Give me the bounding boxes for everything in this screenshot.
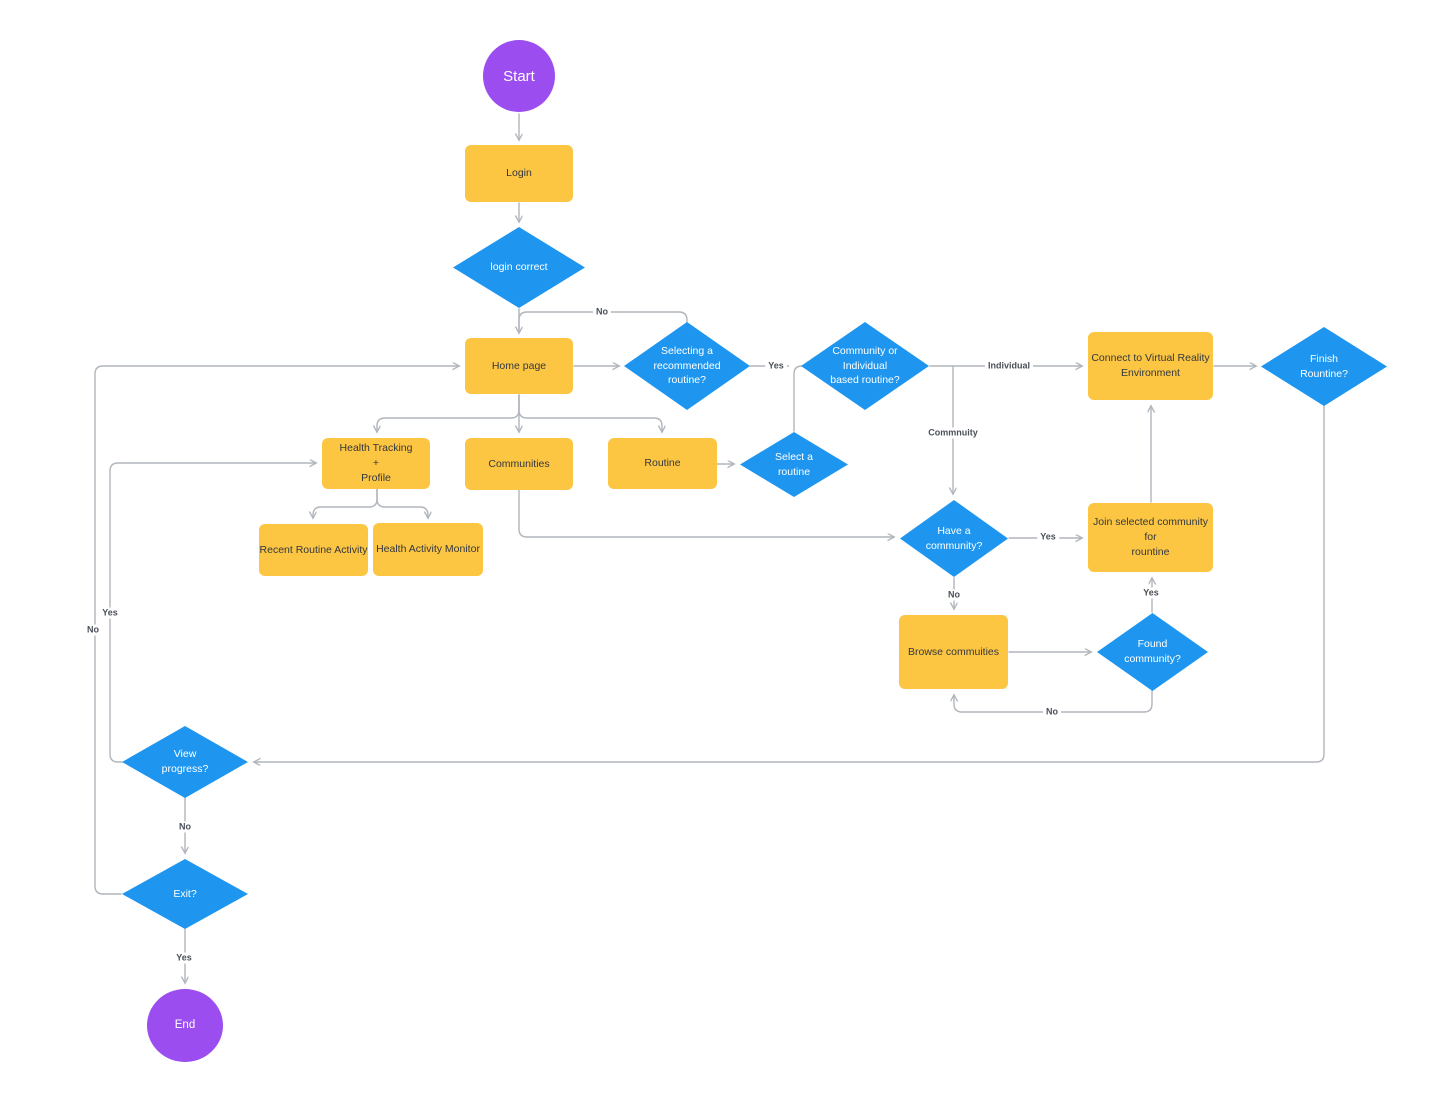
node-join-selected-community[interactable]: Join selected community for rountine (1088, 503, 1213, 572)
edge-label-individual: Individual (984, 360, 1034, 372)
edge-homepage-routine (518, 394, 662, 432)
node-selecting-recommended-routine-label: Selecting a recommended routine? (653, 344, 721, 387)
edge-communities-havecommunity (518, 489, 894, 537)
node-home-page[interactable]: Home page (465, 338, 573, 394)
edge-viewprogress-yes-healthtracking (109, 463, 316, 763)
edge-label-found-yes: Yes (1140, 587, 1162, 599)
node-select-routine-label: Select a routine (775, 450, 813, 478)
node-end[interactable]: End (147, 989, 223, 1062)
node-routine-label: Routine (644, 457, 681, 470)
node-found-community-label: Found community? (1124, 638, 1181, 665)
node-routine[interactable]: Routine (608, 438, 717, 489)
edge-selectroutine-community (793, 365, 803, 432)
node-communities[interactable]: Communities (465, 438, 573, 490)
node-health-tracking-label: Health Tracking + Profile (339, 442, 413, 484)
node-browse-communities[interactable]: Browse commuities (899, 615, 1008, 689)
edge-label-exit-yes: Yes (173, 952, 195, 964)
node-finish-routine-label: Finish Rountine? (1300, 352, 1348, 380)
edge-healthtracking-recentactivity (313, 488, 378, 518)
node-login-correct-label: login correct (490, 261, 548, 274)
edge-healthtracking-healthmonitor (376, 488, 428, 518)
node-health-activity-monitor[interactable]: Health Activity Monitor (373, 523, 483, 576)
edge-label-selecting-no: No (593, 306, 611, 318)
node-have-community-label: Have a community? (925, 524, 983, 552)
node-browse-communities-label: Browse commuities (907, 645, 1000, 658)
node-health-tracking[interactable]: Health Tracking + Profile (322, 438, 430, 489)
edge-homepage-healthtracking (377, 394, 520, 432)
node-communities-label: Communities (488, 457, 550, 470)
edge-label-exit-no: No (84, 624, 102, 636)
node-start-label: Start (503, 67, 535, 85)
node-exit-label: Exit? (173, 887, 197, 900)
node-connect-vr[interactable]: Connect to Virtual Reality Environment (1088, 332, 1213, 400)
edge-label-community: Commnuity (925, 427, 981, 439)
node-recent-routine-activity-label: Recent Routine Activity (259, 543, 368, 556)
edge-label-view-progress-no: No (176, 821, 194, 833)
node-home-page-label: Home page (491, 359, 547, 372)
edge-label-selecting-yes: Yes (765, 360, 787, 372)
edge-finishroutine-viewprogress (254, 405, 1325, 762)
edge-label-view-progress-yes: Yes (99, 607, 121, 619)
node-login[interactable]: Login (465, 145, 573, 202)
node-recent-routine-activity[interactable]: Recent Routine Activity (259, 524, 368, 576)
edge-label-found-no: No (1043, 706, 1061, 718)
node-join-selected-community-label: Join selected community for rountine (1093, 516, 1208, 558)
node-view-progress-label: View progress? (161, 748, 209, 775)
node-start[interactable]: Start (483, 40, 555, 112)
edge-label-have-community-yes: Yes (1037, 531, 1059, 543)
node-connect-vr-label: Connect to Virtual Reality Environment (1091, 352, 1210, 379)
node-login-label: Login (506, 167, 532, 180)
node-health-activity-monitor-label: Health Activity Monitor (376, 543, 480, 556)
edge-label-have-community-no: No (945, 589, 963, 601)
node-community-or-individual-label: Community or Individual based routine? (830, 344, 900, 387)
node-end-label: End (174, 1019, 196, 1032)
